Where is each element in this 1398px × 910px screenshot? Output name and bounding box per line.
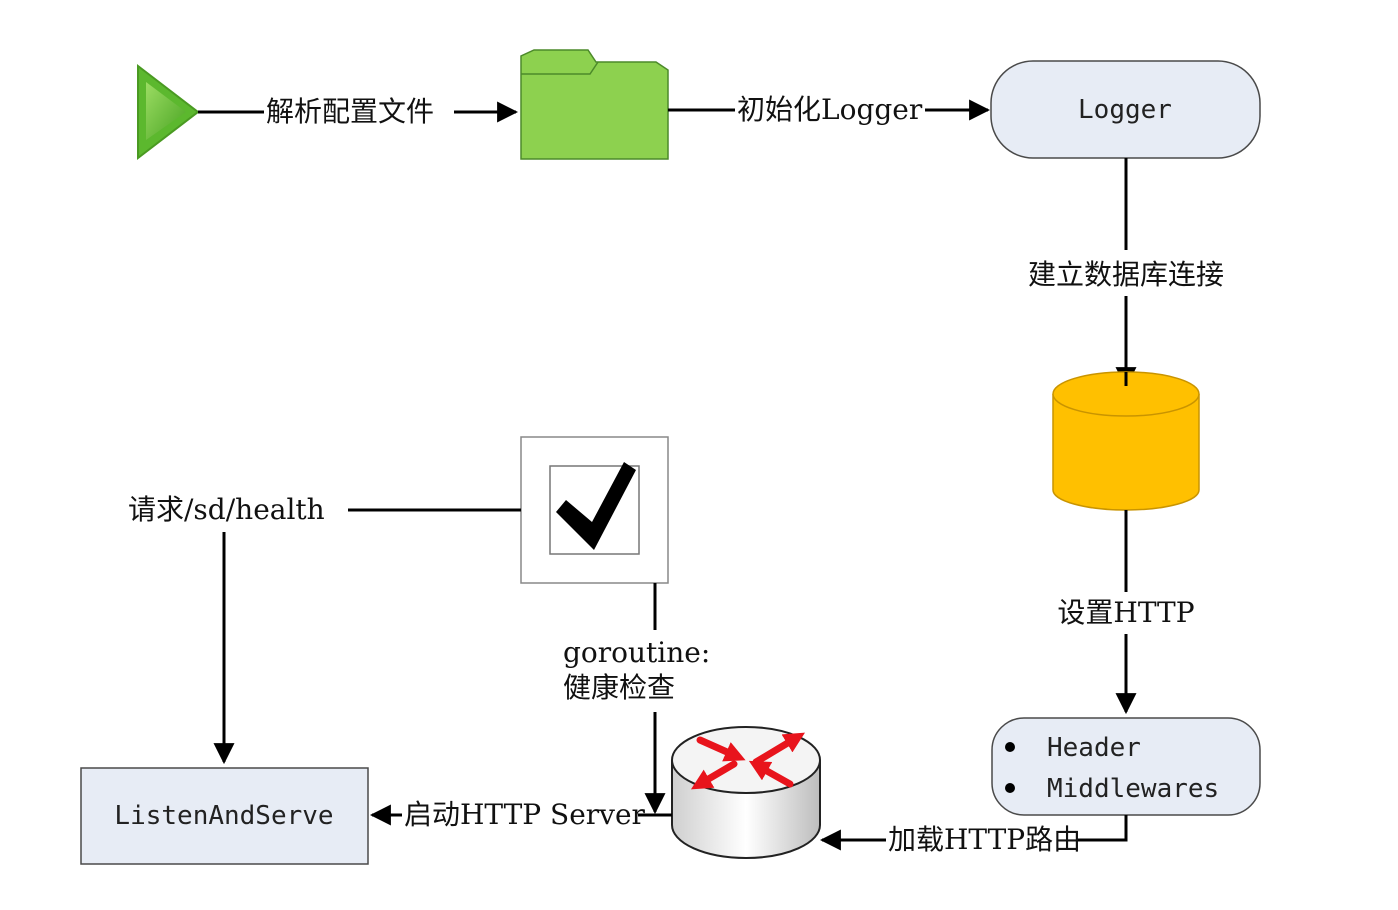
edge-label-setup-http: 设置HTTP (1057, 596, 1194, 629)
edge-label-parse-config: 解析配置文件 (266, 95, 434, 128)
middleware-item-middlewares: Middlewares (1047, 774, 1219, 804)
edge-label-init-logger: 初始化Logger (737, 93, 923, 126)
router-icon (671, 726, 821, 859)
listen-and-serve-label: ListenAndServe (114, 801, 333, 831)
folder-icon (520, 49, 669, 160)
edge-label-health-request: 请求/sd/health (128, 493, 325, 526)
edge-label-goroutine: goroutine: (563, 636, 710, 669)
database-cylinder-icon (1052, 371, 1200, 511)
checkmark-icon (520, 436, 669, 584)
bullet-icon (1005, 783, 1015, 793)
bullet-icon (1005, 742, 1015, 752)
edge-label-db-connect: 建立数据库连接 (1028, 258, 1224, 291)
edge-label-start-server: 启动HTTP Server (404, 798, 646, 831)
edge-line (1076, 815, 1128, 842)
listen-and-serve-node (80, 767, 369, 865)
play-triangle-icon (137, 63, 200, 161)
logger-node-label: Logger (1078, 95, 1172, 125)
edge-label-load-routes: 加载HTTP路由 (888, 823, 1081, 856)
middleware-item-header: Header (1047, 733, 1141, 763)
edge-label-health-check: 健康检查 (563, 671, 675, 704)
